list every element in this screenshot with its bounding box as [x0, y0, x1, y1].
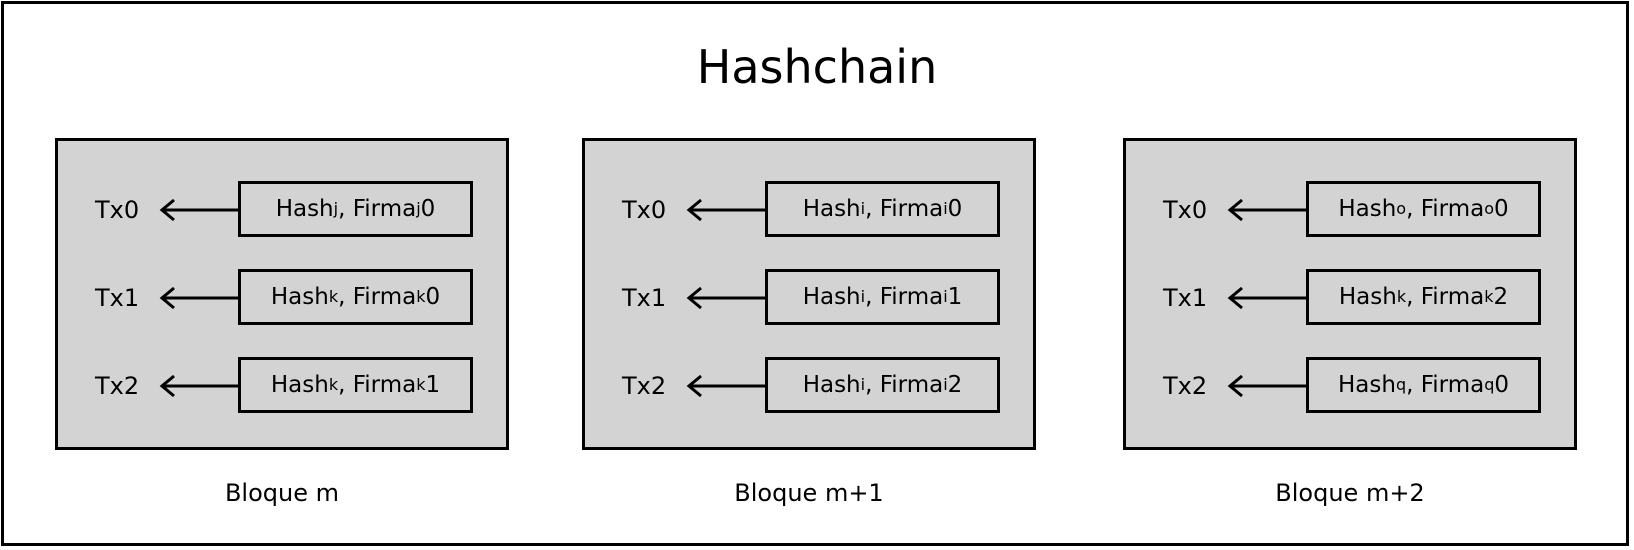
tx-label: Tx2 [622, 372, 667, 400]
tx-label: Tx1 [622, 284, 667, 312]
diagram-title: Hashchain [696, 40, 938, 94]
tx-label: Tx1 [95, 284, 140, 312]
arrow-left-icon [159, 198, 238, 222]
block-label: Bloque m [224, 479, 340, 507]
arrow-left-icon [686, 198, 765, 222]
tx-label: Tx2 [1163, 372, 1208, 400]
tx-label: Tx1 [1163, 284, 1208, 312]
tx-label: Tx0 [622, 196, 667, 224]
arrow-left-icon [686, 286, 765, 310]
tx-label: Tx0 [95, 196, 140, 224]
block-label: Bloque m+2 [1275, 479, 1425, 507]
block-label: Bloque m+1 [734, 479, 884, 507]
arrow-left-icon [159, 374, 238, 398]
arrow-left-icon [159, 286, 238, 310]
arrow-left-icon [1227, 198, 1306, 222]
arrow-left-icon [1227, 286, 1306, 310]
arrow-left-icon [1227, 374, 1306, 398]
arrow-left-icon [686, 374, 765, 398]
tx-label: Tx0 [1163, 196, 1208, 224]
tx-label: Tx2 [95, 372, 140, 400]
